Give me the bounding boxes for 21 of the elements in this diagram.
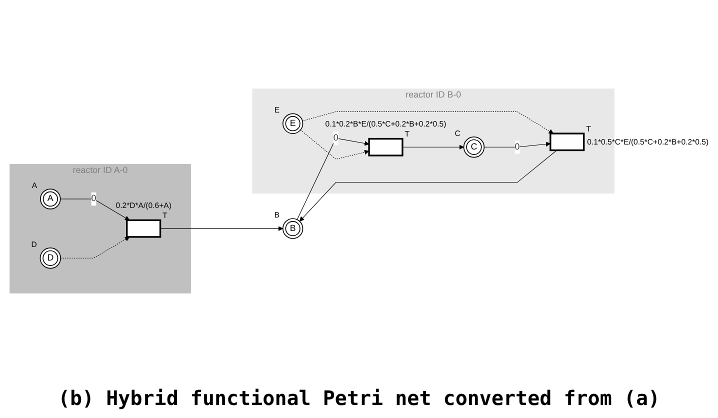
arrow <box>60 236 130 258</box>
arrow <box>302 111 554 134</box>
node-circle: A <box>40 188 61 210</box>
node-bar <box>126 219 162 238</box>
node-circle: D <box>40 248 62 269</box>
node-bar <box>368 138 404 156</box>
arrow <box>60 198 130 220</box>
arrow <box>160 226 284 232</box>
node-circle: B <box>282 218 304 239</box>
edge-label: 0 <box>333 133 338 143</box>
node-circle: C <box>463 136 485 158</box>
figure-caption: (b) Hybrid functional Petri net converted from (a) <box>58 386 660 410</box>
edge-label: 0 <box>514 142 520 152</box>
arrow <box>296 138 370 220</box>
node-bar <box>550 132 585 152</box>
arrow <box>402 144 464 150</box>
edge-label: 0 <box>91 194 96 204</box>
arrow <box>300 130 370 160</box>
arrow <box>484 142 551 148</box>
node-circle: E <box>282 113 304 134</box>
arrow <box>299 150 558 222</box>
